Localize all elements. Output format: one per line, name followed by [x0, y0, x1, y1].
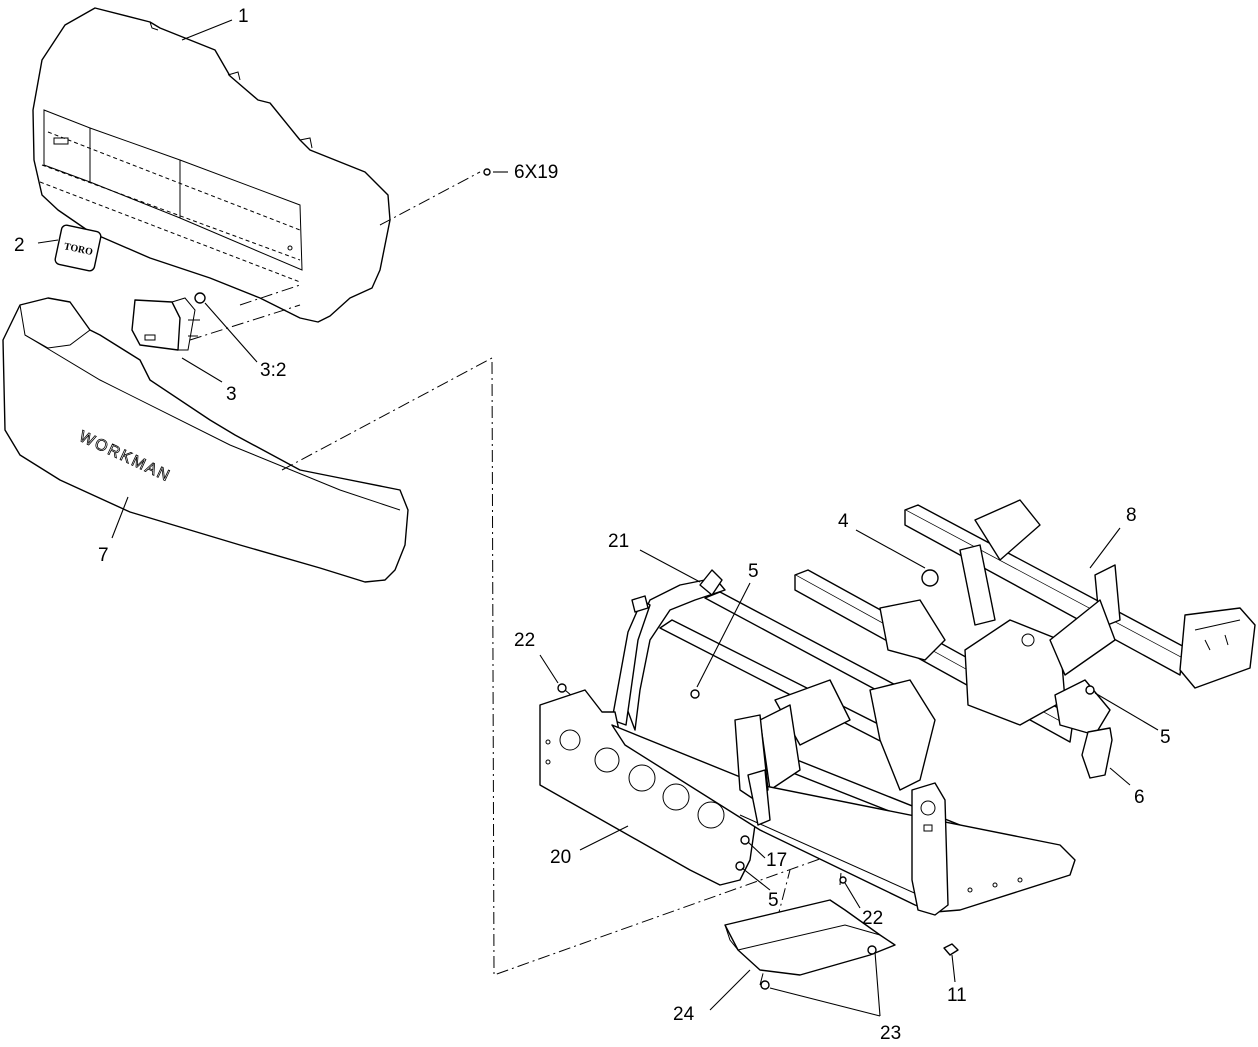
callout-6: 6 — [1134, 787, 1145, 808]
callout-22-left: 22 — [514, 630, 535, 651]
callout-24: 24 — [673, 1004, 695, 1025]
callout-6x19: 6X19 — [514, 162, 558, 183]
bump-stop-4-icon — [921, 569, 939, 587]
callout-5-bottom: 5 — [768, 890, 779, 911]
rubber-bumper-6-icon — [1081, 727, 1113, 779]
callout-22-bottom: 22 — [862, 908, 883, 929]
frame-assembly — [483, 168, 1256, 990]
bumper-part: WORKMAN — [2, 297, 409, 583]
callout-3: 3 — [226, 384, 237, 405]
callout-4: 4 — [838, 511, 849, 532]
callout-23: 23 — [880, 1023, 901, 1044]
callout-labels: 1 2 3:2 3 6X19 7 4 8 21 5 22 5 6 20 17 5… — [14, 6, 1171, 1044]
callout-2: 2 — [14, 235, 25, 256]
callout-21: 21 — [608, 531, 629, 552]
callout-17: 17 — [766, 850, 787, 871]
toro-badge-part: TORO — [54, 224, 102, 272]
callout-8: 8 — [1126, 505, 1137, 526]
callout-5-right: 5 — [1160, 727, 1171, 748]
headlight-part — [131, 292, 206, 351]
callout-11: 11 — [947, 985, 967, 1006]
callout-1: 1 — [238, 6, 249, 27]
leader-lines — [37, 19, 1159, 1017]
callout-5-top: 5 — [748, 561, 759, 582]
callout-7: 7 — [98, 545, 109, 566]
hood-grille-part — [32, 7, 391, 323]
callout-3-2: 3:2 — [260, 360, 286, 381]
callout-20: 20 — [550, 847, 571, 868]
